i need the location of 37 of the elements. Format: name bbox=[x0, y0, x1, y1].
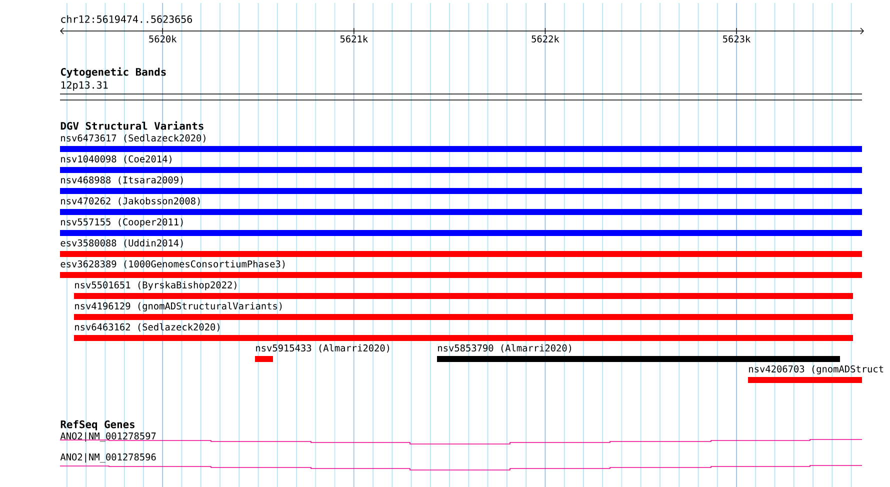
variant-feature: nsv6473617 (Sedlazeck2020) bbox=[60, 134, 862, 152]
gene-feature: ANO2|NM_001278596 bbox=[60, 453, 862, 470]
track-title: RefSeq Genes bbox=[60, 420, 134, 430]
variant-feature: nsv4206703 (gnomADStruct bbox=[748, 365, 884, 383]
variant-feature: nsv5915433 (Almarri2020) bbox=[255, 344, 390, 362]
node-label: nsv5501651 (ByrskaBishop2022) bbox=[75, 281, 236, 290]
node-label: esv3628389 (1000GenomesConsortiumPhase3) bbox=[60, 260, 285, 269]
variant-feature: nsv1040098 (Coe2014) bbox=[60, 155, 862, 173]
node-label: nsv557155 (Cooper2011) bbox=[61, 218, 183, 228]
tick-label: 5623k bbox=[723, 35, 751, 42]
node-label: esv3580088 (Uddin2014) bbox=[60, 239, 183, 248]
variant-feature: nsv470262 (Jakobsson2008) bbox=[60, 197, 862, 215]
tick-label: 5620k bbox=[149, 35, 177, 42]
node-label: nsv5853790 (Almarri2020) bbox=[438, 344, 572, 353]
coordinate-range: chr12:5619474..5623656 bbox=[61, 15, 192, 23]
node-label: nsv1040098 (Coe2014) bbox=[61, 155, 172, 164]
node-label: nsv4196129 (gnomADStructuralVariants) bbox=[75, 302, 282, 312]
node-label: nsv470262 (Jakobsson2008) bbox=[61, 197, 200, 206]
band-label: 12p13.31 bbox=[61, 81, 108, 91]
gene-feature: ANO2|NM_001278597 bbox=[60, 432, 862, 444]
variant-feature: nsv5853790 (Almarri2020) bbox=[437, 344, 840, 362]
tick-label: 5622k bbox=[532, 35, 560, 42]
node-label: nsv4206703 (gnomADStruct bbox=[749, 365, 884, 374]
variant-feature: esv3580088 (Uddin2014) bbox=[60, 239, 862, 257]
node-label: nsv6463162 (Sedlazeck2020) bbox=[75, 323, 220, 332]
variant-feature: nsv5501651 (ByrskaBishop2022) bbox=[74, 281, 854, 299]
node-label: nsv5915433 (Almarri2020) bbox=[256, 344, 390, 353]
variant-feature: nsv4196129 (gnomADStructuralVariants) bbox=[74, 302, 854, 320]
variant-feature: nsv6463162 (Sedlazeck2020) bbox=[74, 323, 854, 341]
track-title: DGV Structural Variants bbox=[60, 121, 204, 130]
variant-feature: nsv557155 (Cooper2011) bbox=[60, 218, 862, 236]
node-label: nsv6473617 (Sedlazeck2020) bbox=[61, 134, 206, 143]
tick-label: 5621k bbox=[340, 35, 368, 42]
variant-feature: nsv468988 (Itsara2009) bbox=[60, 176, 862, 194]
track-title: Cytogenetic Bands bbox=[60, 67, 166, 78]
node-label: nsv468988 (Itsara2009) bbox=[61, 176, 183, 185]
variant-feature: esv3628389 (1000GenomesConsortiumPhase3) bbox=[60, 260, 862, 278]
